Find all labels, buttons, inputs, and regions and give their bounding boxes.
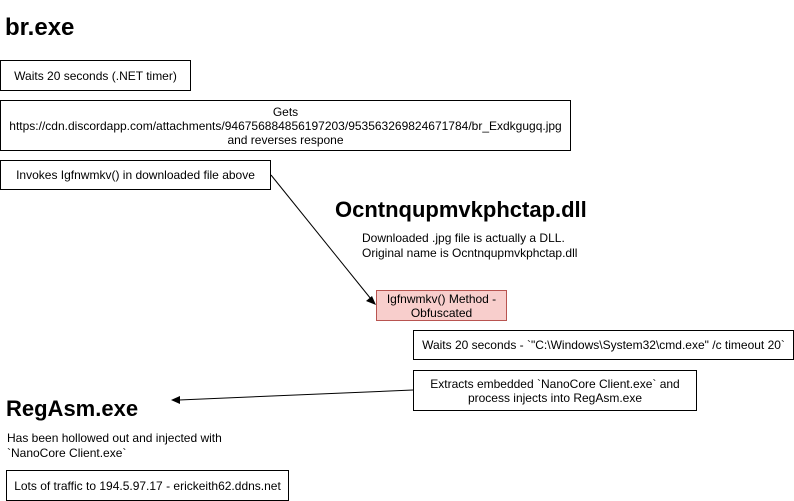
dll-note-line1: Downloaded .jpg file is actually a DLL.: [362, 231, 565, 245]
extracts-box[interactable]: Extracts embedded `NanoCore Client.exe` …: [413, 370, 697, 411]
gets-line1: Gets: [272, 104, 299, 119]
gets-url-box[interactable]: Gets https://cdn.discordapp.com/attachme…: [0, 100, 571, 151]
extracts-line2: process injects into RegAsm.exe: [467, 390, 643, 405]
invokes-to-method-arrow: [270, 174, 372, 300]
wait-timer-box[interactable]: Waits 20 seconds (.NET timer): [0, 60, 191, 91]
dll-note-line2: Original name is Ocntnqupmvkphctap.dll: [362, 246, 578, 260]
regasm-note-line2: `NanoCore Client.exe`: [7, 446, 127, 460]
wait-cmd-box[interactable]: Waits 20 seconds - `"C:\Windows\System32…: [413, 330, 794, 360]
gets-url: https://cdn.discordapp.com/attachments/9…: [9, 118, 562, 133]
dll-note: Downloaded .jpg file is actually a DLL. …: [362, 231, 577, 261]
dll-title: Ocntnqupmvkphctap.dll: [335, 197, 587, 222]
regasm-title: RegAsm.exe: [6, 396, 139, 421]
wait-cmd-label: Waits 20 seconds - `"C:\Windows\System32…: [422, 338, 785, 352]
regasm-note-line1: Has been hollowed out and injected with: [7, 431, 222, 445]
extracts-to-regasm-arrow: [178, 389, 414, 401]
br-exe-title: br.exe: [5, 14, 75, 41]
extracts-to-regasm-arrowhead: [171, 396, 180, 404]
method-line1: Igfnwmkv() Method -: [386, 291, 497, 306]
invokes-to-method-arrowhead: [366, 296, 376, 305]
traffic-box[interactable]: Lots of traffic to 194.5.97.17 - erickei…: [6, 470, 289, 501]
invokes-label: Invokes Igfnwmkv() in downloaded file ab…: [16, 168, 255, 182]
method-line2: Obfuscated: [410, 305, 473, 320]
invokes-box[interactable]: Invokes Igfnwmkv() in downloaded file ab…: [0, 160, 271, 190]
method-box[interactable]: Igfnwmkv() Method - Obfuscated: [376, 290, 507, 321]
regasm-note: Has been hollowed out and injected with …: [7, 431, 222, 461]
traffic-label: Lots of traffic to 194.5.97.17 - erickei…: [14, 478, 281, 493]
extracts-line1: Extracts embedded `NanoCore Client.exe` …: [430, 376, 680, 391]
wait-timer-label: Waits 20 seconds (.NET timer): [14, 68, 177, 83]
gets-line3: and reverses respone: [227, 132, 344, 147]
